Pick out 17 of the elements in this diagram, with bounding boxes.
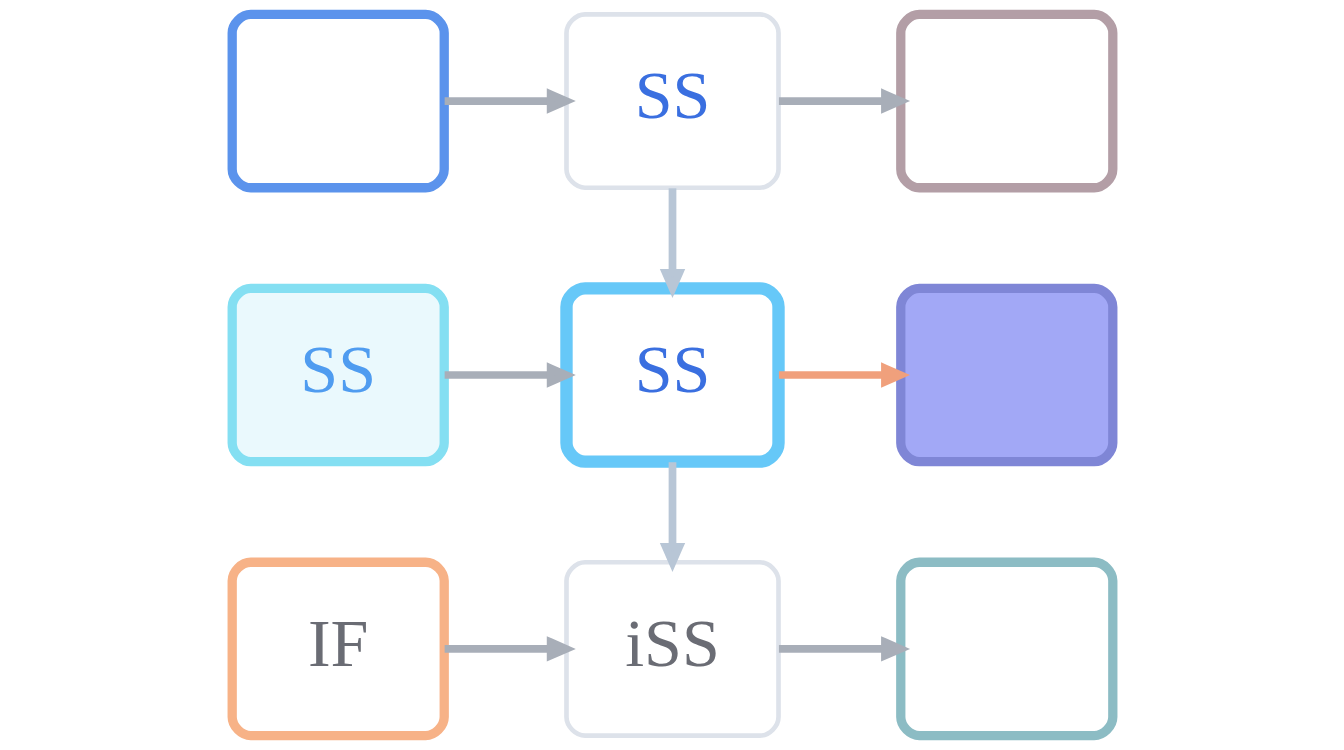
arrow bbox=[659, 462, 685, 572]
arrow bbox=[659, 188, 685, 298]
node-box: SS bbox=[559, 282, 785, 468]
arrow bbox=[778, 88, 910, 114]
node-box bbox=[895, 557, 1117, 741]
node-box: SS bbox=[563, 12, 781, 191]
arrow bbox=[444, 636, 576, 662]
arrow bbox=[444, 88, 576, 114]
node-box bbox=[895, 283, 1117, 467]
arrow bbox=[444, 362, 576, 388]
arrow bbox=[778, 636, 910, 662]
arrow bbox=[778, 362, 910, 388]
node-box: SS bbox=[227, 283, 449, 467]
node-box bbox=[227, 9, 449, 193]
node-box: iSS bbox=[563, 559, 781, 738]
node-box bbox=[895, 9, 1117, 193]
node-box: IF bbox=[227, 557, 449, 741]
